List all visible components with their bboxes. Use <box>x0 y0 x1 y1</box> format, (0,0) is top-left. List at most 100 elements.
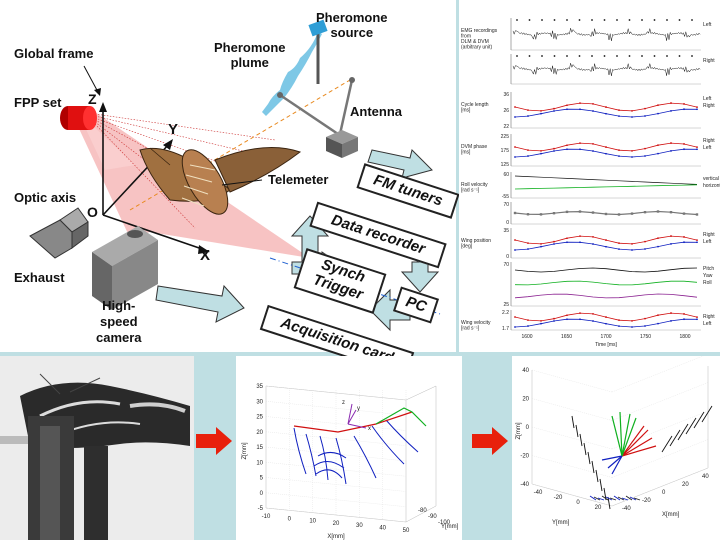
plot3d-b-stick <box>661 435 673 453</box>
rec-point-blue <box>657 152 659 155</box>
rec-point-blue <box>670 320 672 322</box>
plot3d-a-z-tick: 20 <box>256 430 263 436</box>
plot3d-a-x-label: X[mm] <box>327 534 345 540</box>
rec-spike-marker <box>616 19 618 21</box>
rec-point-blue <box>605 112 607 115</box>
rec-trace-green <box>514 184 698 190</box>
plot3d-a-wing-profile <box>313 461 345 469</box>
rec-point-blue <box>683 148 685 151</box>
plot3d-b-stick <box>579 433 583 447</box>
plot3d-b-x-label: X[mm] <box>662 512 680 518</box>
plot3d-a-y-tick: -90 <box>428 514 437 520</box>
rec-series-tag: horizontal <box>703 183 720 189</box>
plot3d-a-y-label: Y[mm] <box>441 524 459 530</box>
plot3d-b-stick <box>677 423 689 441</box>
plot3d-a-z-tick: 5 <box>260 476 264 482</box>
plot3d-b-grid <box>611 410 709 450</box>
label-camera: High- speed camera <box>96 298 142 345</box>
plot3d-a-wing-profile <box>353 435 377 479</box>
label-global-frame: Global frame <box>14 46 94 61</box>
plot3d-a-grid <box>265 492 407 507</box>
label-optic-axis: Optic axis <box>14 190 77 205</box>
rec-point-red <box>592 313 594 315</box>
rec-point-red <box>553 317 555 320</box>
rec-point-blue <box>631 116 633 118</box>
plot3d-b-z-tick: 0 <box>526 425 530 431</box>
rec-point-blue <box>527 325 529 327</box>
plot3d-b-bg <box>512 356 720 540</box>
plot3d-b-floor-shadow <box>629 496 637 501</box>
plot3d-a-axis-x: x <box>368 426 371 432</box>
rec-point-blue <box>618 155 620 158</box>
plot3d-a-z-label: Z[mm] <box>242 442 248 459</box>
rec-point-blue <box>644 115 646 117</box>
recordings-panel <box>459 0 720 352</box>
rec-point-red <box>592 103 594 105</box>
rec-point-grey <box>669 210 673 214</box>
rec-point-red <box>566 314 568 317</box>
rec-point-red <box>579 235 581 237</box>
plot3d-a-bg <box>236 356 462 540</box>
rec-point-blue <box>514 326 516 328</box>
rec-point-red <box>657 144 659 147</box>
rec-point-red <box>553 240 555 243</box>
rec-spike-marker <box>516 55 518 57</box>
rec-spike-marker <box>516 19 518 21</box>
rec-point-red <box>566 144 568 147</box>
rec-point-red <box>683 236 685 238</box>
rec-point-red <box>514 146 516 148</box>
plot3d-b-y-tick: -20 <box>554 495 563 501</box>
rec-emg-trace <box>512 28 701 41</box>
plot3d-a-grid <box>265 416 407 431</box>
label-exhaust: Exhaust <box>14 270 65 285</box>
rec-point-red <box>618 242 620 245</box>
rec-spike-marker <box>591 55 593 57</box>
rec-point-blue <box>605 245 607 248</box>
rec-point-grey <box>565 210 569 214</box>
rec-trace-multi <box>514 267 698 273</box>
plot3d-b-z-tick: 20 <box>522 397 529 403</box>
rec-point-red <box>657 314 659 317</box>
rec-spike-marker <box>541 19 543 21</box>
plot3d-a-z-tick: 25 <box>256 415 263 421</box>
rec-spike-marker <box>666 19 668 21</box>
rec-point-red <box>696 239 698 242</box>
plot3d-a-x-tick: 10 <box>309 519 316 525</box>
rec-series-tag: Right <box>703 314 715 320</box>
plot3d-b-x-tick: -20 <box>642 498 651 504</box>
rec-point-red <box>553 147 555 150</box>
plot3d-a-wing-profile <box>315 469 343 479</box>
rec-spike-marker <box>528 55 531 57</box>
rec-point-blue <box>683 318 685 321</box>
plot3d-b-grid <box>611 382 709 421</box>
label-antenna: Antenna <box>350 104 402 119</box>
rec-point-blue <box>657 245 659 248</box>
rec-point-grey <box>578 210 582 213</box>
rec-spike-marker <box>678 55 681 57</box>
rec-series-tag: Left <box>703 96 712 102</box>
plot3d-b-floor-shadow <box>605 496 613 501</box>
plot3d-b-grid <box>611 356 704 393</box>
rec-point-red <box>683 313 685 315</box>
plot3d-b-stick <box>701 405 713 423</box>
plot3d-b-floor-shadow <box>601 495 609 501</box>
rec-point-red <box>592 236 594 238</box>
rec-point-red <box>631 149 633 152</box>
rec-point-red <box>657 104 659 107</box>
rec-point-red <box>527 319 529 322</box>
rec-point-red <box>579 312 581 314</box>
rec-point-blue <box>566 148 568 151</box>
plot3d-a-y-vector <box>347 409 357 425</box>
rec-spike-marker <box>553 19 556 21</box>
plot3d-b-vector <box>601 455 623 461</box>
rec-point-blue <box>683 108 685 111</box>
rec-point-blue <box>696 108 698 111</box>
rec-point-red <box>527 109 529 112</box>
rec-spike-marker <box>653 19 656 21</box>
rec-point-red <box>605 146 607 148</box>
plot3d-a-x-tick: 30 <box>356 523 363 529</box>
rec-spike-marker <box>603 19 606 21</box>
rec-series-tag: Right <box>703 138 715 144</box>
